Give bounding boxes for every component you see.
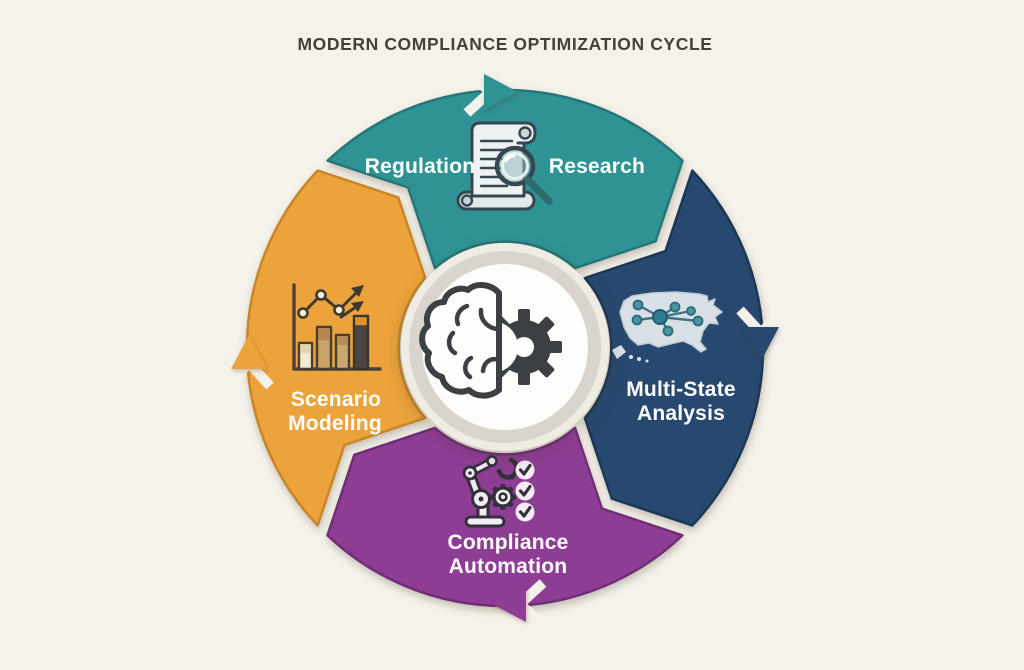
robot-arm-checklist-icon <box>462 455 535 528</box>
segment-shape-bottom <box>326 426 684 608</box>
page-title: MODERN COMPLIANCE OPTIMIZATION CYCLE <box>297 34 712 54</box>
segment-regulation-research: Regulation Research <box>326 67 684 270</box>
checkmark-icon <box>515 460 535 480</box>
center-hub <box>401 243 609 451</box>
us-map-network-icon <box>612 291 723 363</box>
flow-arrow-bottom-icon <box>492 586 526 622</box>
segment-label-research: Research <box>549 155 645 178</box>
segment-label-modeling: Modeling <box>288 412 382 435</box>
segment-label-scenario: Scenario <box>291 388 381 411</box>
checkmark-icon <box>515 481 535 501</box>
scroll-magnifier-icon <box>456 121 553 211</box>
bar-chart-trend-icon <box>292 283 382 371</box>
segment-scenario-modeling: Scenario Modeling <box>224 169 427 527</box>
brain-gear-icon <box>419 282 562 399</box>
segment-compliance-automation: Compliance Automation <box>326 426 684 629</box>
flow-arrow-right-icon <box>743 327 779 361</box>
flow-arrow-top-icon <box>484 74 518 110</box>
segment-label-automation: Automation <box>449 555 568 578</box>
segment-label-regulation: Regulation <box>365 155 476 178</box>
segment-label-multi-state: Multi-State <box>626 378 736 401</box>
gear-icon <box>490 484 516 510</box>
checkmark-icon <box>515 502 535 522</box>
segment-multi-state-analysis: Multi-State Analysis <box>583 169 786 527</box>
segment-label-compliance: Compliance <box>447 531 568 554</box>
segment-label-analysis: Analysis <box>637 402 725 425</box>
segment-shape-right <box>583 169 765 527</box>
flow-arrow-left-icon <box>231 335 267 369</box>
